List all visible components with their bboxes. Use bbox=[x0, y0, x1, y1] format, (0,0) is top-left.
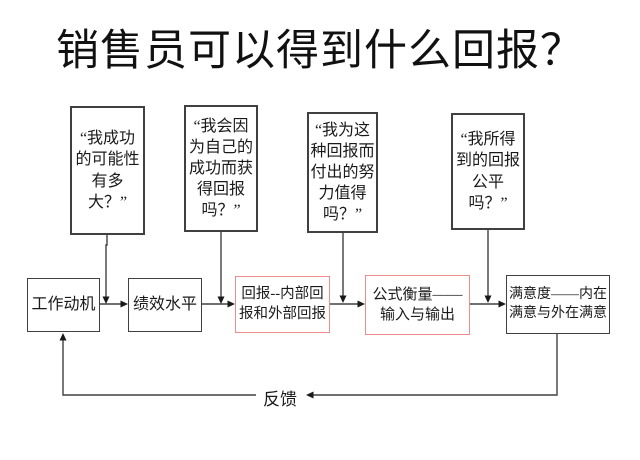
arrowhead-flow-3-4 bbox=[357, 300, 365, 308]
question-box-effort-worth: “我为这 种回报而 付出的努 力值得 吗？” bbox=[307, 112, 378, 233]
question-box-reward-for-success: “我会因 为自己的 成功而获 得回报 吗？” bbox=[184, 105, 258, 232]
flow-box-work-motivation: 工作动机 bbox=[27, 278, 100, 332]
arrowhead-q4-down bbox=[484, 295, 492, 303]
connector-feedback-left bbox=[62, 340, 256, 396]
arrowhead-feedback-left bbox=[306, 391, 314, 399]
question-box-reward-fairness: “我所得 到的回报 公平 吗？” bbox=[451, 113, 525, 230]
connector-feedback-right bbox=[313, 334, 558, 396]
connector-q1-down bbox=[105, 235, 108, 297]
arrowhead-feedback-up bbox=[59, 333, 67, 341]
arrowhead-flow-1-2 bbox=[120, 300, 128, 308]
flow-box-satisfaction: 满意度——内在 满意与外在满意 bbox=[506, 275, 610, 334]
arrowhead-flow-2-3 bbox=[227, 300, 235, 308]
arrowhead-q2-down bbox=[217, 296, 225, 304]
feedback-label: 反馈 bbox=[256, 385, 304, 410]
flow-box-performance-level: 绩效水平 bbox=[128, 278, 202, 332]
flow-box-formula-input-output: 公式衡量—— 输入与输出 bbox=[365, 275, 470, 335]
arrowhead-q3-down bbox=[339, 295, 347, 303]
flow-box-rewards-internal-external: 回报--内部回 报和外部回报 bbox=[235, 276, 330, 333]
arrowhead-q1-down bbox=[102, 296, 110, 304]
question-box-success-probability: “我成功 的可能性 有多 大？” bbox=[70, 106, 145, 235]
arrowhead-flow-4-5 bbox=[498, 300, 506, 308]
page-title: 销售员可以得到什么回报？ bbox=[56, 28, 584, 75]
